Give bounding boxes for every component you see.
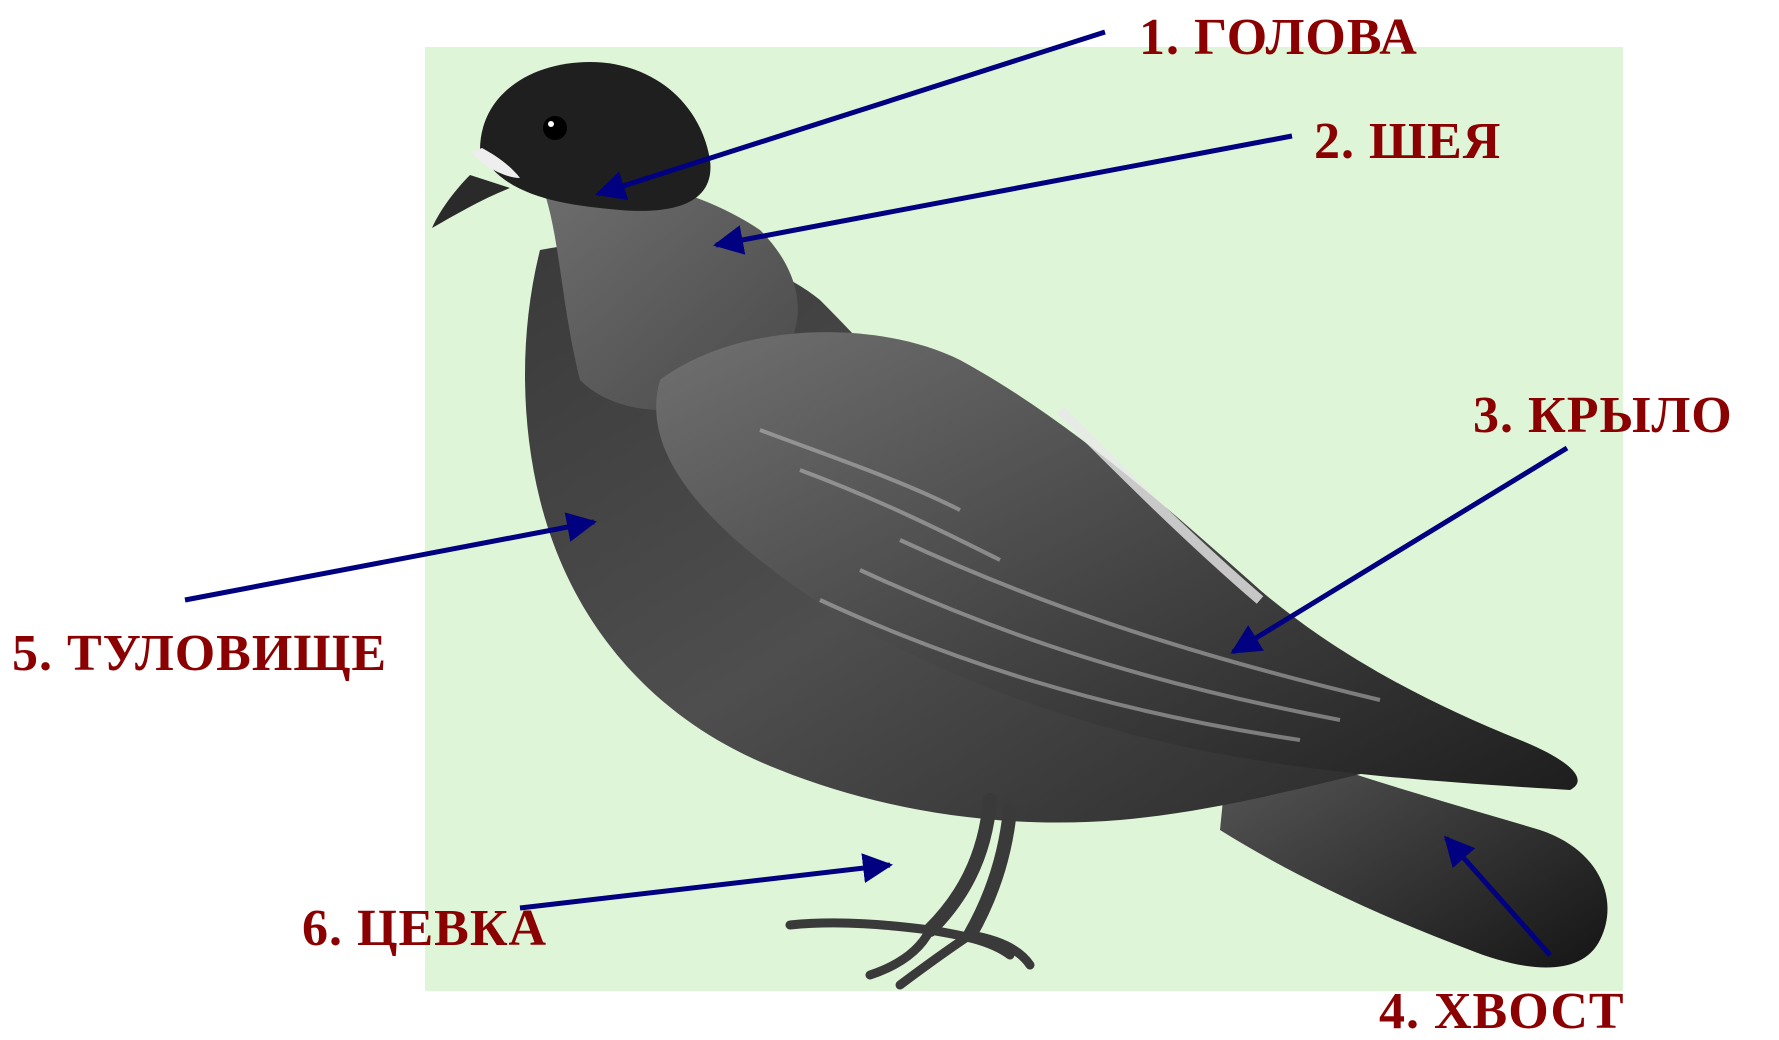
- label-tarsus: 6. ЦЕВКА: [302, 903, 547, 955]
- label-body: 5. ТУЛОВИЩЕ: [12, 628, 387, 680]
- eye-highlight: [548, 121, 554, 127]
- label-wing: 3. КРЫЛО: [1473, 390, 1733, 442]
- label-neck: 2. ШЕЯ: [1314, 116, 1501, 168]
- label-tail: 4. ХВОСТ: [1379, 986, 1625, 1038]
- eye-icon: [543, 116, 567, 140]
- label-head: 1. ГОЛОВА: [1139, 12, 1418, 64]
